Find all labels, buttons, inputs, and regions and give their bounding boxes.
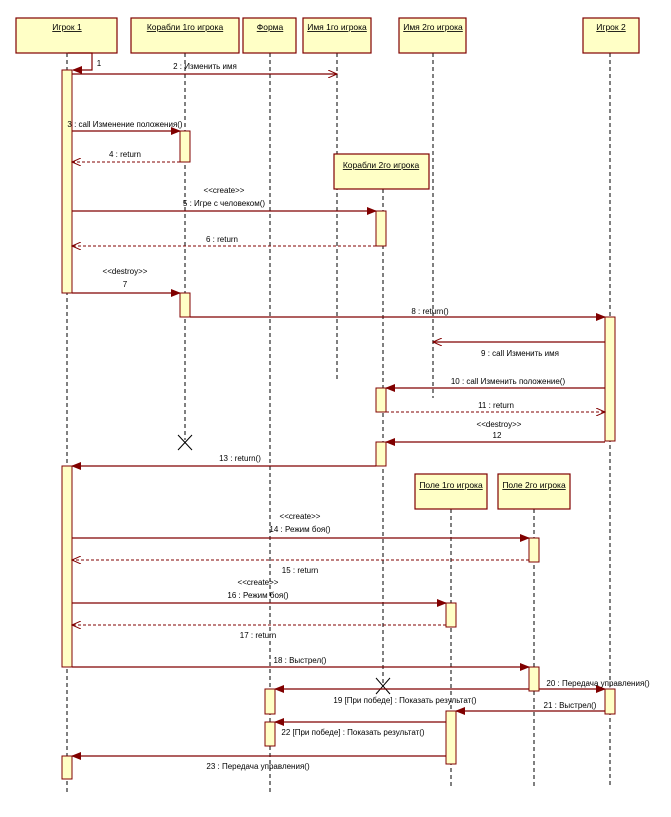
lifeline-player1-head[interactable]: Игрок 1 bbox=[15, 17, 118, 54]
lifeline-label: Игрок 1 bbox=[52, 22, 82, 32]
message-5[interactable]: <<create>> 5 : Игре с человеком() bbox=[72, 186, 377, 215]
activation bbox=[264, 721, 276, 747]
message-2[interactable]: 2 : Изменить имя bbox=[72, 62, 337, 74]
lifeline-label: Имя 2го игрока bbox=[403, 22, 463, 32]
lifeline-label: Поле 2го игрока bbox=[502, 480, 566, 490]
lifeline-field2-head[interactable]: Поле 2го игрока bbox=[497, 473, 571, 510]
message-6[interactable]: 6 : return bbox=[72, 235, 376, 246]
message-1[interactable]: 1 bbox=[68, 52, 102, 74]
message-stereotype: <<destroy>> bbox=[103, 267, 148, 276]
message-11[interactable]: 11 : return bbox=[386, 401, 605, 412]
message-7[interactable]: <<destroy>> 7 bbox=[72, 267, 181, 297]
message-label: 22 [При победе] : Показать результат() bbox=[281, 728, 425, 737]
message-label: 13 : return() bbox=[219, 454, 261, 463]
activation bbox=[264, 688, 276, 715]
message-stereotype: <<create>> bbox=[280, 512, 321, 521]
message-label: 7 bbox=[123, 280, 128, 289]
message-18[interactable]: 18 : Выстрел() bbox=[72, 656, 530, 671]
lifeline-label: Игрок 2 bbox=[596, 22, 626, 32]
message-label: 19 [При победе] : Показать результат() bbox=[333, 696, 477, 705]
message-17[interactable]: 17 : return bbox=[72, 625, 446, 640]
message-15[interactable]: 15 : return bbox=[72, 560, 529, 575]
message-label: 10 : call Изменить положение() bbox=[451, 377, 566, 386]
message-label: 14 : Режим боя() bbox=[269, 525, 330, 534]
activation bbox=[61, 755, 73, 780]
message-13[interactable]: 13 : return() bbox=[71, 454, 376, 470]
activation bbox=[604, 688, 616, 715]
activation bbox=[179, 292, 191, 318]
message-stereotype: <<destroy>> bbox=[477, 420, 522, 429]
lifeline-label: Форма bbox=[257, 22, 284, 32]
activation bbox=[61, 465, 73, 668]
message-23[interactable]: 23 : Передача управления() bbox=[71, 752, 446, 771]
activation bbox=[375, 210, 387, 247]
message-label: 15 : return bbox=[282, 566, 318, 575]
message-20[interactable]: 20 : Передача управления() bbox=[539, 679, 650, 693]
message-22[interactable]: 22 [При победе] : Показать результат() bbox=[274, 718, 446, 737]
lifeline-label: Имя 1го игрока bbox=[307, 22, 367, 32]
activation bbox=[445, 602, 457, 628]
message-21[interactable]: 21 : Выстрел() bbox=[455, 701, 605, 715]
message-label: 23 : Передача управления() bbox=[206, 762, 310, 771]
message-8[interactable]: 8 : return() bbox=[190, 307, 606, 321]
message-label: 20 : Передача управления() bbox=[546, 679, 650, 688]
message-9[interactable]: 9 : call Изменить имя bbox=[433, 342, 605, 358]
activation bbox=[375, 387, 387, 413]
message-label: 9 : call Изменить имя bbox=[481, 349, 559, 358]
activation bbox=[445, 710, 457, 765]
message-stereotype: <<create>> bbox=[204, 186, 245, 195]
message-19[interactable]: 19 [При победе] : Показать результат() bbox=[274, 685, 529, 705]
lifeline-label: Корабли 2го игрока bbox=[343, 160, 420, 170]
lifeline-label: Корабли 1го игрока bbox=[147, 22, 224, 32]
message-4[interactable]: 4 : return bbox=[72, 150, 180, 162]
message-10[interactable]: 10 : call Изменить положение() bbox=[385, 377, 605, 392]
lifeline-ships2-head[interactable]: Корабли 2го игрока bbox=[333, 153, 430, 190]
activation bbox=[179, 130, 191, 163]
message-label: 18 : Выстрел() bbox=[274, 656, 327, 665]
message-label: 4 : return bbox=[109, 150, 141, 159]
activations bbox=[61, 69, 616, 780]
lifeline-ships1-head[interactable]: Корабли 1го игрока bbox=[130, 17, 240, 54]
lifeline-label: Поле 1го игрока bbox=[419, 480, 483, 490]
message-label: 1 bbox=[97, 59, 102, 68]
message-16[interactable]: <<create>> 16 : Режим боя() bbox=[72, 578, 447, 607]
activation bbox=[61, 69, 73, 294]
message-stereotype: <<create>> bbox=[238, 578, 279, 587]
lifeline-field1-head[interactable]: Поле 1го игрока bbox=[414, 473, 488, 510]
lifeline-player2-head[interactable]: Игрок 2 bbox=[582, 17, 640, 54]
message-label: 5 : Игре с человеком() bbox=[183, 199, 266, 208]
activation bbox=[528, 666, 540, 692]
message-label: 8 : return() bbox=[411, 307, 449, 316]
message-14[interactable]: <<create>> 14 : Режим боя() bbox=[72, 512, 530, 542]
message-12[interactable]: <<destroy>> 12 bbox=[385, 420, 605, 446]
lifeline-name2-head[interactable]: Имя 2го игрока bbox=[398, 17, 467, 54]
activation bbox=[604, 316, 616, 442]
message-label: 2 : Изменить имя bbox=[173, 62, 237, 71]
message-label: 16 : Режим боя() bbox=[227, 591, 288, 600]
lifeline-name1-head[interactable]: Имя 1го игрока bbox=[302, 17, 372, 54]
message-label: 12 bbox=[493, 431, 502, 440]
message-label: 6 : return bbox=[206, 235, 238, 244]
message-label: 21 : Выстрел() bbox=[544, 701, 597, 710]
destroy-mark-ships2 bbox=[375, 677, 391, 695]
message-label: 17 : return bbox=[240, 631, 276, 640]
message-label: 11 : return bbox=[478, 401, 514, 410]
destroy-mark-ships1 bbox=[177, 434, 193, 451]
message-label: 3 : call Изменение положения() bbox=[67, 120, 183, 129]
activation bbox=[528, 537, 540, 563]
activation bbox=[375, 441, 387, 467]
lifeline-form-head[interactable]: Форма bbox=[242, 17, 297, 54]
message-3[interactable]: 3 : call Изменение положения() bbox=[67, 120, 183, 135]
